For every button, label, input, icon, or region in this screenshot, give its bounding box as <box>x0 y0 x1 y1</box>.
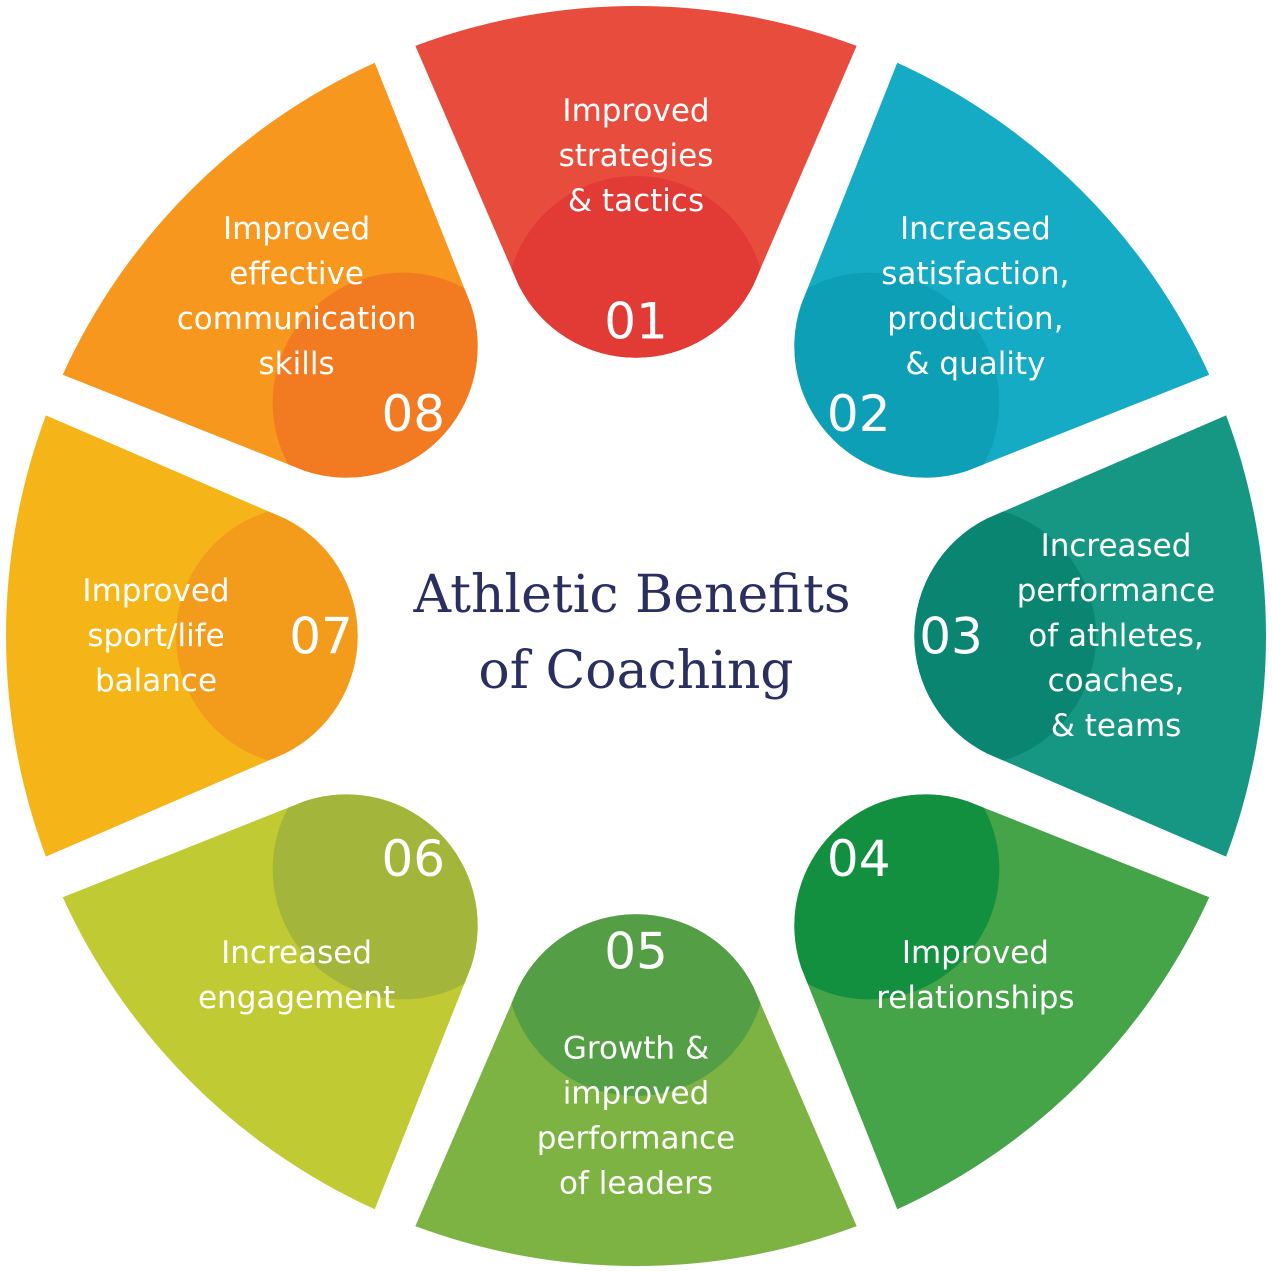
segment-02-text-line: & quality <box>905 346 1045 382</box>
segment-06-text-line: Increased <box>221 935 372 971</box>
segment-04-text-line: Improved <box>902 935 1049 971</box>
segment-07-text-line: Improved <box>82 573 229 609</box>
segment-03-text-line: of athletes, <box>1028 618 1203 654</box>
segment-03-knob <box>914 506 1096 766</box>
segment-08-text-line: effective <box>229 256 364 292</box>
segment-03-text-line: coaches, <box>1048 663 1185 699</box>
segment-03-number: 03 <box>919 608 983 666</box>
segment-05-number: 05 <box>604 923 668 981</box>
segment-08-text-line: Improved <box>223 211 370 247</box>
segment-03: 03 Increased performance of athletes, coache… <box>914 415 1267 857</box>
segment-03-text-line: & teams <box>1051 708 1182 744</box>
segment-05-knob <box>506 914 766 1096</box>
segment-02-text-line: production, <box>887 301 1063 337</box>
segment-07: 07 Improved sport/life balance <box>5 415 358 857</box>
segment-05-text-line: of leaders <box>559 1166 713 1202</box>
segment-04-text-line: relationships <box>876 980 1074 1016</box>
segment-06-text-line: engagement <box>198 980 395 1016</box>
segment-08-text-line: communication <box>177 301 417 337</box>
segment-05-text-line: improved <box>563 1076 710 1112</box>
center-title-line-2: of Coaching <box>478 641 793 701</box>
segment-07-text-line: sport/life <box>87 618 224 654</box>
segment-01: 01 Improved strategies & tactics <box>415 5 857 358</box>
segment-06-number: 06 <box>381 830 445 888</box>
segment-01-knob <box>506 176 766 358</box>
segment-02-text-line: Increased <box>900 211 1051 247</box>
segment-04-number: 04 <box>827 830 891 888</box>
segment-02-text-line: satisfaction, <box>881 256 1069 292</box>
segment-07-knob <box>176 506 358 766</box>
segment-01-number: 01 <box>604 293 668 351</box>
segment-07-text-line: balance <box>95 663 217 699</box>
center-title: Athletic Benefits of Coaching <box>412 565 850 701</box>
segment-01-text-line: & tactics <box>568 183 704 219</box>
segment-03-text-line: performance <box>1017 573 1216 609</box>
segment-07-number: 07 <box>289 608 353 666</box>
segment-01-text-line: strategies <box>559 138 714 174</box>
segment-05-text-line: Growth & <box>563 1031 709 1067</box>
segment-08-number: 08 <box>381 385 445 443</box>
center-title-line-1: Athletic Benefits <box>412 565 850 625</box>
segment-01-text-line: Improved <box>562 93 709 129</box>
segment-02-number: 02 <box>827 385 891 443</box>
segment-03-text-line: Increased <box>1041 528 1192 564</box>
segment-05-text-line: performance <box>537 1121 736 1157</box>
segment-08-text-line: skills <box>259 346 335 382</box>
